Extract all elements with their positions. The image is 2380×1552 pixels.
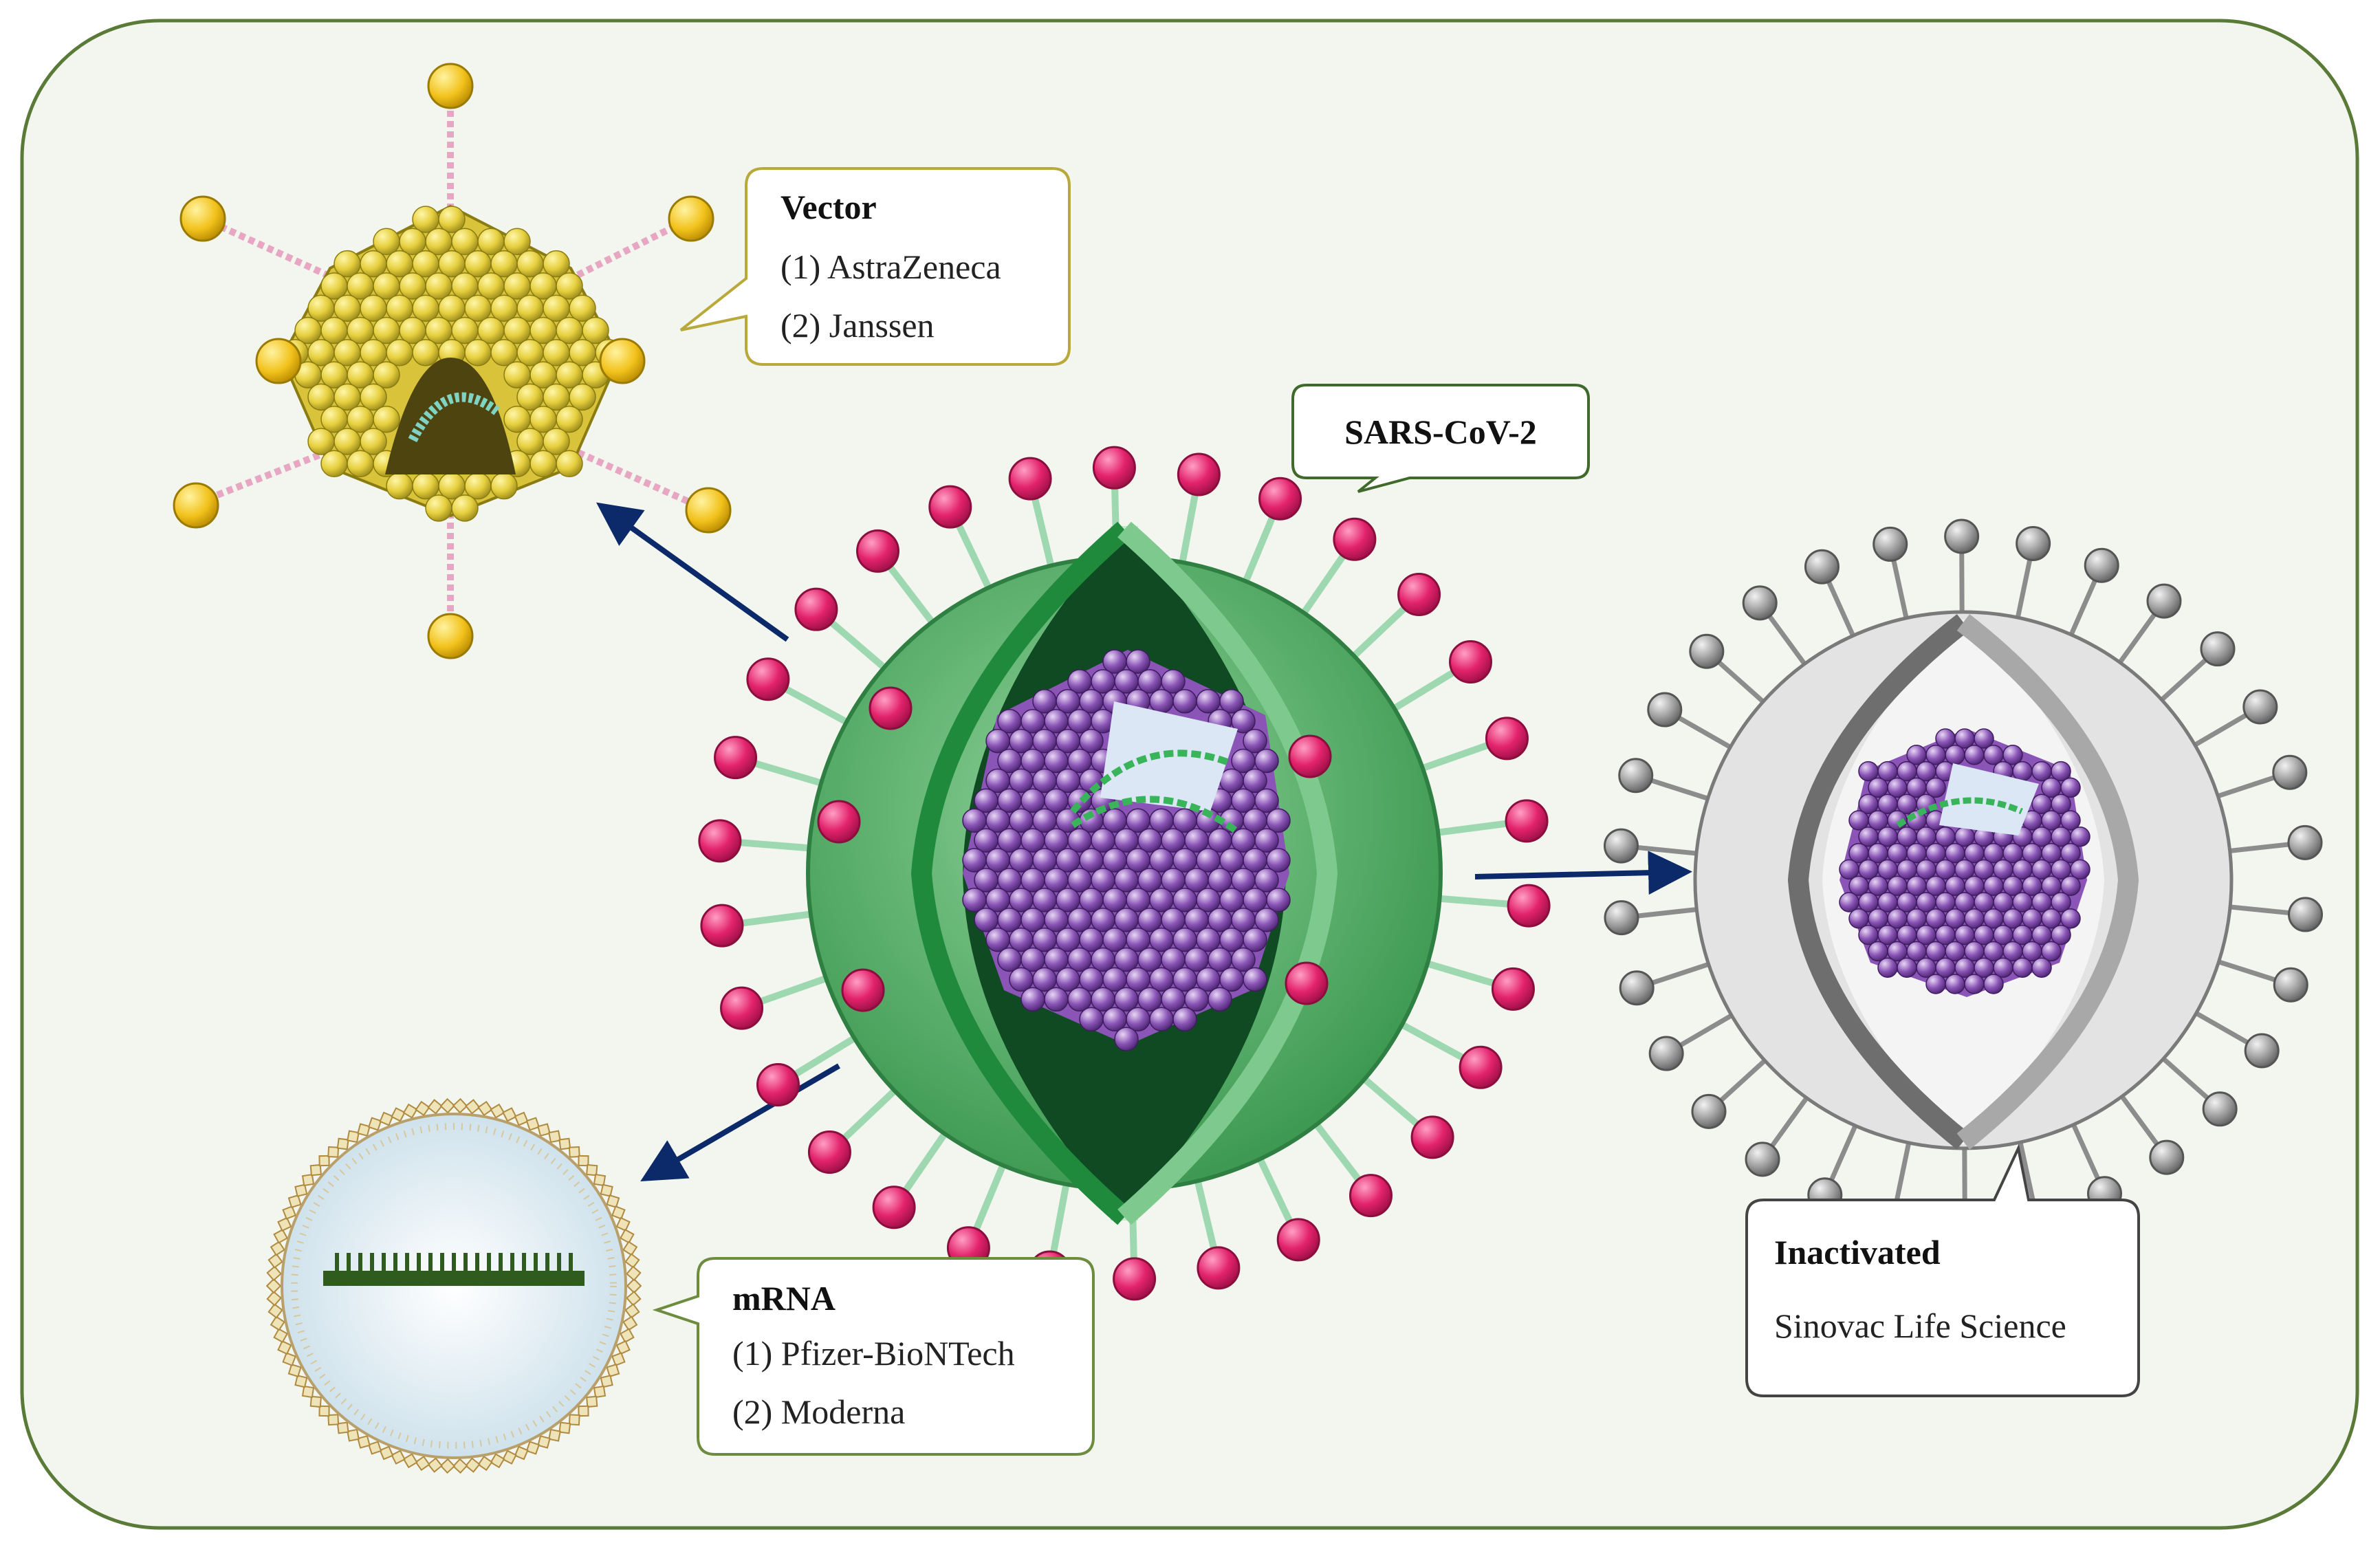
vector-title: Vector <box>780 188 877 226</box>
vector-item-1: (1) AstraZeneca <box>780 248 1001 286</box>
mrna-title: mRNA <box>732 1279 836 1318</box>
arrow-to-inactivated <box>1474 851 1692 895</box>
mrna-nanoparticle-icon <box>265 1097 642 1474</box>
arrow-to-vector <box>596 502 789 642</box>
mrna-callout: mRNA (1) Pfizer-BioNTech (2) Moderna <box>652 1257 1095 1456</box>
mrna-item-1: (1) Pfizer-BioNTech <box>732 1334 1015 1373</box>
sars-cov-2-callout: SARS-CoV-2 <box>1291 384 1590 493</box>
inactivated-callout: Inactivated Sinovac Life Science <box>1745 1144 2140 1397</box>
adenovirus-vector-icon <box>173 63 732 659</box>
sars-cov-2-label: SARS-CoV-2 <box>1344 413 1537 451</box>
vector-callout: Vector (1) AstraZeneca (2) Janssen <box>679 167 1071 366</box>
arrow-to-mrna <box>640 1063 841 1182</box>
mrna-item-2: (2) Moderna <box>732 1392 905 1431</box>
inactivated-virus-icon <box>1603 518 2324 1242</box>
sars-cov-2-virus-icon <box>698 446 1551 1301</box>
inactivated-item-1: Sinovac Life Science <box>1774 1307 2066 1345</box>
arrows <box>596 502 1692 1182</box>
inactivated-title: Inactivated <box>1774 1233 1941 1271</box>
vector-item-2: (2) Janssen <box>780 306 935 345</box>
